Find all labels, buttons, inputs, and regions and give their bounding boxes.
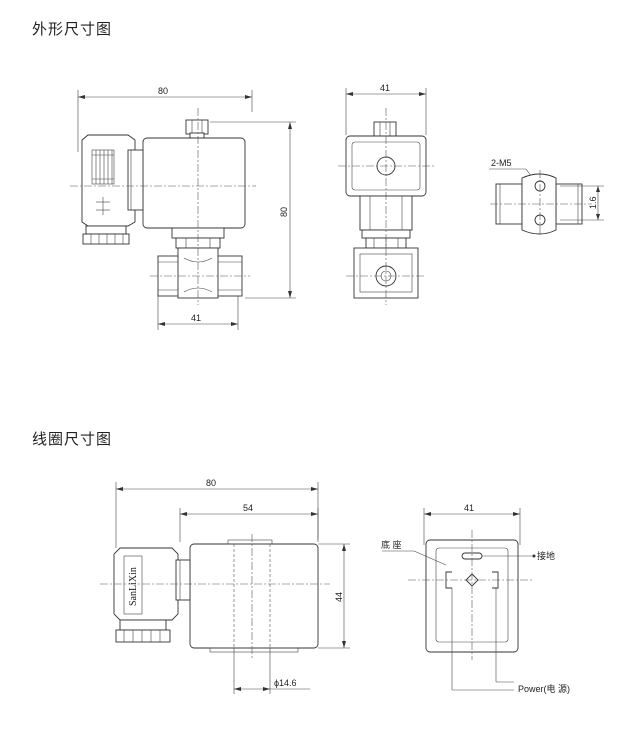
connector-grip-icon (91, 149, 115, 185)
front-width-dim: 80 (158, 86, 168, 96)
power-label: Power(电 源) (518, 683, 570, 694)
front-height-dim: 80 (279, 207, 289, 217)
port-spacing-dim: 1.6 (588, 196, 598, 209)
front-view: 80 80 (70, 86, 296, 330)
coil-end-view: 41 底 座 接地 Power(电 源) (381, 503, 570, 694)
front-base-dim: 41 (191, 313, 201, 323)
coil-end-width-dim: 41 (464, 503, 474, 513)
port-thread-label: 2-M5 (491, 158, 512, 168)
coil-dimension-heading: 线圈尺寸图 (32, 430, 113, 448)
base-label: 底 座 (381, 539, 402, 550)
side-view: 41 (338, 83, 434, 305)
ground-label: 接地 (537, 550, 555, 561)
outline-dimension-heading: 外形尺寸图 (32, 20, 113, 38)
coil-bore-dim: ϕ14.6 (274, 678, 297, 688)
brand-label: SanLiXin (128, 567, 139, 606)
coil-body-dim: 54 (243, 503, 253, 513)
side-width-dim: 41 (380, 83, 390, 93)
port-detail-view: 2-M5 1.6 (489, 158, 604, 236)
coil-total-dim: 80 (206, 478, 216, 488)
coil-side-view: 80 54 SanLiXin 44 (100, 478, 350, 694)
coil-height-dim: 44 (334, 592, 344, 602)
